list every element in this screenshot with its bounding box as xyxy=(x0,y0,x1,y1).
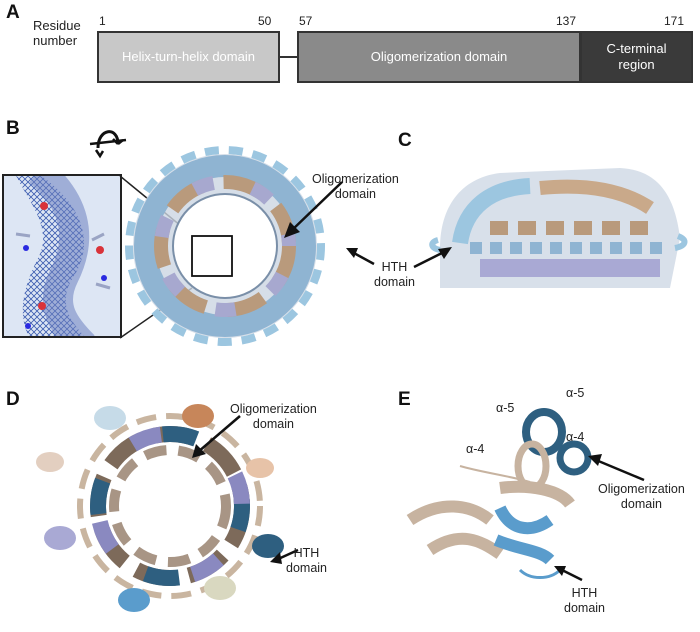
hth-arrow-e xyxy=(554,566,583,582)
oligomerization-arrow-b xyxy=(284,181,343,238)
e-alpha4-left: α-4 xyxy=(466,442,485,456)
ring-top-view xyxy=(125,146,325,346)
hth-arrow-d xyxy=(270,548,299,564)
e-alpha4-right: α-4 xyxy=(566,430,585,444)
oligomerization-domain-label: Oligomerization domain xyxy=(370,49,508,64)
oligomerization-arrow-d xyxy=(192,415,241,458)
helix-density-map xyxy=(4,176,120,336)
ring-cartoon-d xyxy=(36,404,284,612)
e-alpha5-right: α-5 xyxy=(566,386,585,400)
panel-label-c: C xyxy=(398,130,412,151)
d-oligomerization-label: Oligomerization domain xyxy=(230,402,317,432)
residue-1: 1 xyxy=(99,14,106,28)
d-oligo-line2: domain xyxy=(252,417,294,431)
e-oligo-line1: Oligomerization xyxy=(598,482,685,496)
rotate-arrow-icon xyxy=(89,130,127,159)
c-terminal-label-line1: C-terminal xyxy=(606,41,667,56)
hth-arrow-c xyxy=(413,247,452,269)
panel-label-e: E xyxy=(398,389,411,410)
hth-domain-box: Helix-turn-helix domain xyxy=(97,31,280,83)
b-oligomerization-label: Oligomerization domain xyxy=(312,172,399,202)
ring-side-view xyxy=(429,168,688,288)
domain-linker xyxy=(280,56,298,58)
d-hth-line2: domain xyxy=(286,561,327,575)
c-hth-label: HTH domain xyxy=(374,260,415,290)
hth-domain-label: Helix-turn-helix domain xyxy=(122,49,255,64)
residue-57: 57 xyxy=(299,14,313,28)
e-oligomerization-label: Oligomerization domain xyxy=(598,482,685,512)
residue-137: 137 xyxy=(556,14,577,28)
c-terminal-label-line2: region xyxy=(618,57,655,72)
panel-label-d: D xyxy=(6,389,20,410)
d-hth-line1: HTH xyxy=(293,546,320,560)
panel-label-a: A xyxy=(6,2,20,23)
oligomerization-domain-box: Oligomerization domain xyxy=(297,31,581,83)
residue-171: 171 xyxy=(664,14,685,28)
panel-label-b: B xyxy=(6,118,20,139)
e-alpha5-left: α-5 xyxy=(496,401,515,415)
d-oligo-line1: Oligomerization xyxy=(230,402,317,416)
d-hth-label: HTH domain xyxy=(286,546,327,576)
density-inset xyxy=(2,174,122,338)
oligomerization-arrow-e xyxy=(588,454,645,482)
e-hth-label: HTH domain xyxy=(564,586,605,616)
residue-label-line2: number xyxy=(33,33,78,48)
e-hth-line1: HTH xyxy=(571,586,598,600)
residue-number-label: Residue number xyxy=(33,18,81,48)
e-hth-line2: domain xyxy=(564,601,605,615)
monomer-cartoon-e xyxy=(406,408,592,579)
residue-50: 50 xyxy=(258,14,272,28)
c-hth-line2: domain xyxy=(374,275,415,289)
hth-arrow-b xyxy=(346,248,375,266)
c-terminal-region-box: C-terminal region xyxy=(580,31,693,83)
b-oligo-line1: Oligomerization xyxy=(312,172,399,186)
b-oligo-line2: domain xyxy=(334,187,376,201)
e-oligo-line2: domain xyxy=(620,497,662,511)
c-hth-line1: HTH xyxy=(381,260,408,274)
residue-label-line1: Residue xyxy=(33,18,81,33)
